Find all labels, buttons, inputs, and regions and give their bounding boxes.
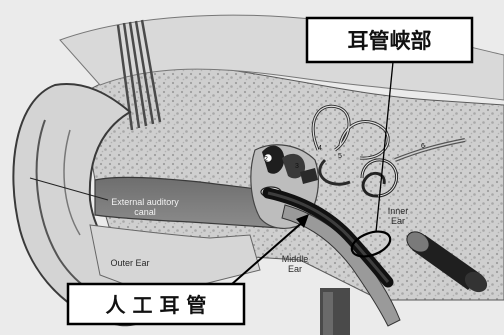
inner-ear-label-line1: Inner (388, 206, 409, 216)
structure-number-3: 3 (295, 163, 299, 170)
middle-ear-label-line2: Ear (288, 264, 302, 274)
lower-pillar-highlight (323, 292, 333, 335)
external-canal-label-line1: External auditory (111, 197, 179, 207)
outer-ear-label: Outer Ear (110, 258, 149, 268)
structure-number-6: 6 (421, 143, 425, 150)
artificial-tube-callout-text: 人 工 耳 管 (106, 293, 207, 317)
structure-number-5: 5 (338, 153, 342, 160)
structure-number-2: 2 (264, 156, 268, 163)
structure-number-4: 4 (318, 145, 322, 152)
middle-ear-label-line1: Middle (282, 254, 309, 264)
isthmus-callout-text: 耳管峡部 (348, 29, 432, 53)
inner-ear-label-line2: Ear (391, 216, 405, 226)
external-canal-label-line2: canal (134, 207, 156, 217)
artificial-tube-callout: 人 工 耳 管 (68, 284, 244, 324)
isthmus-callout: 耳管峡部 (307, 18, 472, 62)
